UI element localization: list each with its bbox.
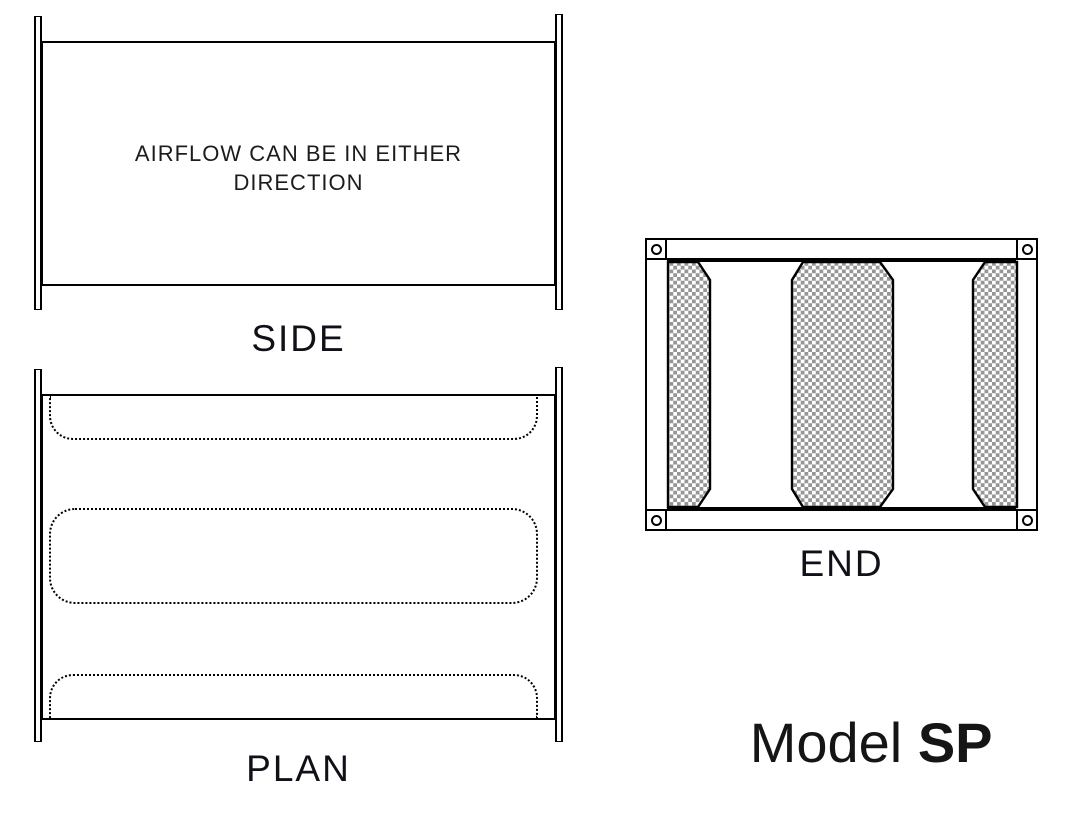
model-title-prefix: Model xyxy=(749,711,918,774)
end-splitter-left xyxy=(666,260,712,509)
end-casing-top-line xyxy=(667,258,1016,262)
end-splitters-drawing xyxy=(666,260,1019,509)
end-corner-box-bottom-right xyxy=(1016,509,1036,529)
side-view-label: SIDE xyxy=(251,318,346,359)
bolt-hole-icon xyxy=(1021,514,1033,526)
plan-view-body xyxy=(41,394,556,720)
airflow-annotation-line1: AIRFLOW CAN BE IN EITHER xyxy=(134,141,463,166)
plan-splitter-middle-hidden-outline xyxy=(49,508,538,604)
bolt-hole-icon xyxy=(650,514,662,526)
model-title-code: SP xyxy=(917,711,993,774)
bolt-hole-icon xyxy=(1021,243,1033,255)
plan-splitter-top-hidden-outline xyxy=(49,396,538,440)
side-view-right-flange xyxy=(555,14,563,310)
model-title: Model SP xyxy=(620,645,1060,826)
plan-view-label: PLAN xyxy=(246,748,351,789)
plan-view-right-flange xyxy=(555,367,563,742)
end-corner-box-top-right xyxy=(1016,240,1036,260)
end-view-body xyxy=(645,238,1038,531)
end-corner-box-top-left xyxy=(647,240,667,260)
end-splitter-right xyxy=(971,260,1019,509)
side-view-body: AIRFLOW CAN BE IN EITHER DIRECTION xyxy=(41,41,556,286)
end-view-label: END xyxy=(799,543,884,584)
end-corner-box-bottom-left xyxy=(647,509,667,529)
airflow-annotation: AIRFLOW CAN BE IN EITHER DIRECTION xyxy=(43,139,554,197)
airflow-annotation-line2: DIRECTION xyxy=(233,170,364,195)
end-casing-bottom-line xyxy=(667,507,1016,511)
end-splitter-middle xyxy=(790,260,895,509)
plan-splitter-bottom-hidden-outline xyxy=(49,674,538,718)
bolt-hole-icon xyxy=(650,243,662,255)
